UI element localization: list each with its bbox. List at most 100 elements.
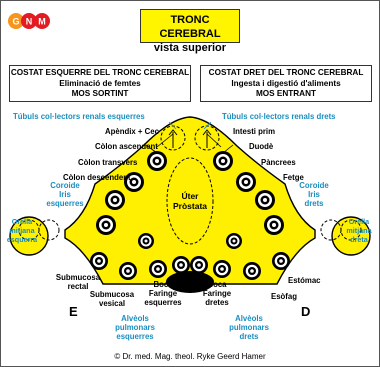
nucleus-esofag	[243, 262, 261, 280]
alveols-esq-line3: esquerres	[116, 332, 154, 341]
boca-esq-line1: Boca	[153, 280, 173, 289]
orella-dret-line1: Orella	[348, 217, 370, 226]
orella-dret-line2: mitjana	[346, 226, 372, 235]
logo-letter-n: N	[26, 17, 33, 27]
alveols-dret-line3: drets	[239, 332, 259, 341]
label-uter-prostata: Úter Pròstata	[170, 191, 210, 211]
submucosa-rectal-line1: Submucosa	[55, 273, 101, 282]
logo-letter-g: G	[12, 17, 19, 27]
right-box-function: Ingesta i digestió d'aliments	[231, 78, 341, 88]
label-fetge: Fetge	[283, 173, 304, 182]
label-tubuls-drets: Túbuls col·lectors renals drets	[222, 112, 336, 121]
nucleus-submucosa-vesical	[119, 262, 137, 280]
nucleus-fetge	[255, 190, 275, 210]
left-box-function: Eliminació de femtes	[59, 78, 141, 88]
nucleus-boca-right	[190, 256, 208, 274]
ear-lobe-right	[331, 216, 371, 256]
coroide-esq-line1: Coroide	[50, 181, 80, 190]
ear-circle-right	[340, 219, 362, 241]
boca-dret-line2: Faringe	[202, 289, 232, 298]
boca-esq-line3: esquerres	[144, 298, 182, 307]
coroide-dret-line2: Iris	[308, 190, 320, 199]
nucleus-submucosa-rectal	[90, 252, 108, 270]
label-colon-transvers: Còlon transvers	[78, 158, 138, 167]
label-colon-descendent: Còlon descendent	[63, 173, 131, 182]
leader-lines-blue	[168, 121, 212, 130]
label-esofag: Esòfag	[271, 292, 297, 301]
uter-line1: Úter	[181, 191, 199, 201]
orella-esq-line3: esquerra	[6, 235, 38, 244]
boca-esq-line2: Faringe	[148, 289, 178, 298]
title-line1: TRONC CEREBRAL	[159, 14, 221, 40]
coroide-esq-line2: Iris	[59, 190, 71, 199]
label-submucosa-rectal: Submucosa rectal	[53, 273, 103, 291]
nucleus-alveols-right	[213, 260, 231, 278]
title-box: TRONC CEREBRAL vista superior	[140, 9, 240, 54]
logo-circle-m	[34, 13, 50, 29]
label-estomac: Estómac	[288, 276, 321, 285]
logo-circle-g	[8, 13, 24, 29]
alveols-dret-line2: pulmonars	[229, 323, 269, 332]
logo-circle-n	[21, 13, 37, 29]
label-colon-ascendent: Còlon ascendent	[95, 142, 158, 151]
coroide-circle-left	[38, 219, 60, 241]
label-duode: Duodè	[249, 142, 274, 151]
label-orella-esquerra: Orella mitjana esquerra	[4, 217, 40, 244]
ear-lobe-left	[9, 216, 49, 256]
right-box-direction: MOS ENTRANT	[255, 89, 317, 98]
submucosa-vesical-line2: vesical	[98, 299, 125, 308]
boca-dret-line1: Boca	[207, 280, 227, 289]
leader-lines	[145, 133, 234, 154]
submucosa-rectal-line2: rectal	[67, 282, 89, 291]
kidney-arrowhead-right	[202, 129, 212, 136]
left-box-heading: COSTAT ESQUERRE DEL TRONC CEREBRAL	[10, 68, 190, 77]
alveols-esq-line1: Alvèols	[121, 314, 149, 323]
copyright: © Dr. med. Mag. theol. Ryke Geerd Hamer	[114, 352, 266, 361]
uter-line2: Pròstata	[172, 201, 207, 211]
label-coroide-esquerres: Coroide Iris esquerres	[45, 181, 85, 208]
left-side-box: COSTAT ESQUERRE DEL TRONC CEREBRAL Elimi…	[9, 65, 191, 102]
nucleus-boca-left	[172, 256, 190, 274]
label-coroide-drets: Coroide Iris drets	[294, 181, 334, 208]
gnm-logo: G N M	[8, 13, 50, 29]
nucleus-duode	[213, 151, 233, 171]
nucleus-alveols-left	[149, 260, 167, 278]
coroide-dret-line3: drets	[304, 199, 324, 208]
nucleus-colon-descendent	[105, 190, 125, 210]
right-box-heading: COSTAT DRET DEL TRONC CEREBRAL	[208, 68, 364, 77]
label-pancrees: Pàncrees	[261, 158, 296, 167]
label-boca-dretes: Boca Faringe dretes	[194, 280, 240, 307]
label-intesti-prim: Intesti prim	[233, 127, 276, 136]
boca-dret-line3: dretes	[205, 298, 229, 307]
alveols-dret-line1: Alvèols	[235, 314, 263, 323]
logo-letter-m: M	[38, 17, 46, 27]
label-tubuls-esquerres: Túbuls col·lectors renals esquerres	[13, 112, 145, 121]
nucleus-sigma	[96, 215, 116, 235]
side-marker-left: E	[69, 304, 78, 319]
kidney-arrowhead-left	[168, 129, 178, 136]
coroide-dret-line1: Coroide	[299, 181, 329, 190]
orella-esq-line2: mitjana	[9, 226, 35, 235]
alveols-esq-line2: pulmonars	[115, 323, 155, 332]
left-box-direction: MOS SORTINT	[71, 89, 129, 98]
label-orella-dreta: Orella mitjana dreta	[340, 217, 378, 244]
nucleus-inner-right	[226, 233, 242, 249]
orella-esq-line1: Orella	[11, 217, 33, 226]
submucosa-vesical-line1: Submucosa	[89, 290, 135, 299]
right-side-box: COSTAT DRET DEL TRONC CEREBRAL Ingesta i…	[200, 65, 372, 102]
nucleus-colon-transvers	[124, 172, 144, 192]
nucleus-colon-ascendent	[147, 151, 167, 171]
label-boca-esquerres: Boca Faringe esquerres	[140, 280, 186, 307]
central-axis-oval	[166, 157, 214, 245]
orella-dret-line3: dreta	[350, 235, 368, 244]
nucleus-pancrees	[236, 172, 256, 192]
nucleus-right-4	[264, 215, 284, 235]
lower-notch	[166, 271, 214, 293]
label-apendix-cec: Apèndix + Cec	[105, 127, 159, 136]
nucleus-inner-left	[138, 233, 154, 249]
label-submucosa-vesical: Submucosa vesical	[87, 290, 137, 308]
nucleus-estomac	[272, 252, 290, 270]
title-line2: vista superior	[153, 42, 227, 54]
